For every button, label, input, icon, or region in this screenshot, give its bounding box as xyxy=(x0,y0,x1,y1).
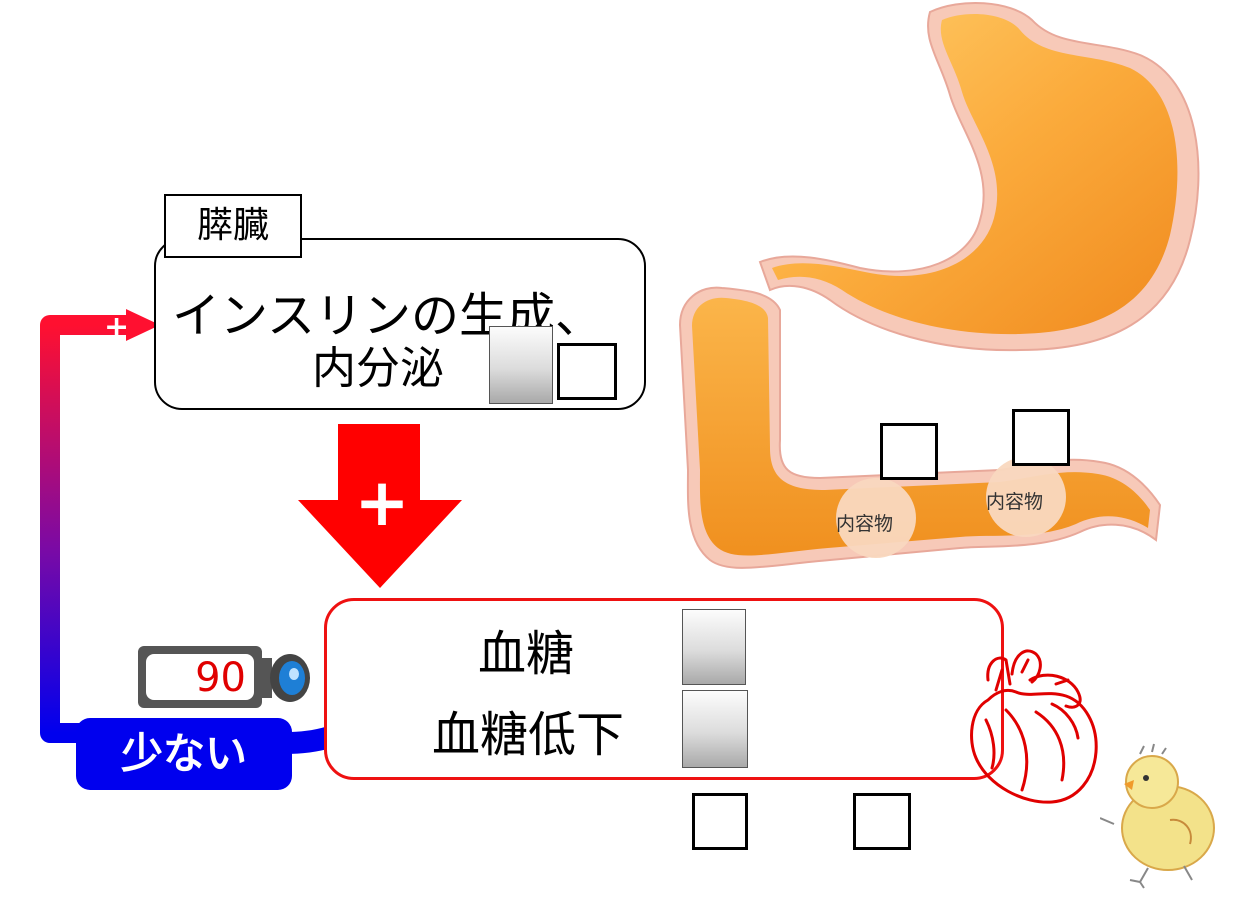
answer-box[interactable] xyxy=(1012,409,1070,466)
feedback-plus-sign: + xyxy=(104,310,130,345)
insulin-answer-button[interactable] xyxy=(489,326,553,404)
camera-lens-icon xyxy=(258,654,310,702)
intestine-content-label: 内容物 xyxy=(986,491,1044,513)
sensor-camera: 90 xyxy=(138,646,262,708)
blood-sugar-box xyxy=(324,598,1004,780)
insulin-text-line2: 内分泌 xyxy=(312,343,444,394)
insulin-answer-box[interactable] xyxy=(557,343,617,400)
blood-sugar-low-label: 血糖低下 xyxy=(432,707,625,763)
answer-box[interactable] xyxy=(692,793,748,850)
blood-sugar-low-answer-button[interactable] xyxy=(682,690,748,768)
stimulation-plus-sign: + xyxy=(354,464,410,541)
sensor-reading: 90 xyxy=(195,655,246,701)
blood-sugar-label: 血糖 xyxy=(478,626,575,682)
intestine-content-label: 内容物 xyxy=(836,513,894,535)
stomach-intestine-illustration xyxy=(678,2,1200,569)
heart-icon xyxy=(970,649,1098,804)
answer-box[interactable] xyxy=(880,423,938,480)
blood-sugar-answer-button[interactable] xyxy=(682,609,746,685)
chick-icon xyxy=(1100,743,1215,889)
sensor-display: 90 xyxy=(146,654,254,700)
pancreas-tag: 膵臓 xyxy=(164,194,302,258)
low-level-badge: 少ない xyxy=(76,718,292,790)
answer-box[interactable] xyxy=(853,793,911,850)
stimulation-arrow xyxy=(298,424,462,588)
